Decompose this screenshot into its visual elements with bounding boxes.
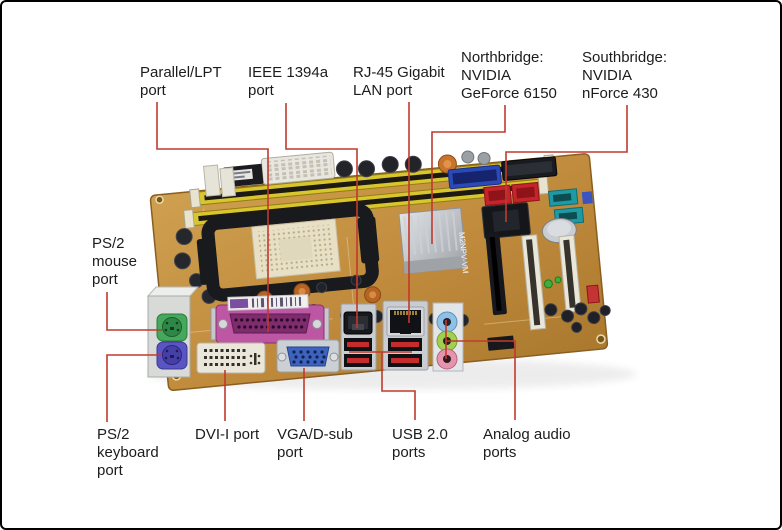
panel-header [586, 284, 600, 304]
parallel-pin-holes [234, 318, 306, 329]
pcb-model-print: M2NPV-VM [457, 232, 470, 275]
status-led [554, 276, 562, 284]
leader-analog-audio-ports [446, 340, 516, 420]
screw-post [312, 319, 322, 329]
jumper-block [581, 191, 593, 205]
usb-ports-right [388, 338, 422, 367]
leader-ieee-1394a-port [285, 103, 358, 328]
analog-audio-jacks [432, 302, 464, 372]
ps2-keyboard-port [156, 341, 188, 370]
leader-lines [106, 102, 628, 422]
ps2-mouse-port [156, 313, 188, 342]
audio-codec-chip [487, 335, 515, 351]
parallel-lpt-port [210, 294, 330, 344]
leader-usb-2-ports [381, 352, 416, 420]
ide-connectors [447, 156, 558, 190]
capacitors-top-row [335, 150, 491, 178]
dvi-i-port [196, 342, 266, 374]
screw-post [277, 352, 287, 362]
ieee1394-usb-stack [340, 303, 377, 371]
vga-d-sub-port [276, 339, 340, 373]
screw-post [329, 352, 339, 362]
leader-ps2-keyboard-port [106, 354, 162, 422]
atx-power-connector [260, 151, 336, 185]
motherboard-pcb: M2NPV-VM [149, 150, 611, 392]
leader-parallel-lpt-port [156, 102, 269, 332]
leader-northbridge [431, 105, 506, 244]
usb-ports-left [344, 338, 372, 367]
ieee-1394a-port [343, 311, 373, 335]
power-led [543, 279, 553, 289]
fan-headers [202, 164, 236, 198]
capacitors-bottom-right [544, 302, 611, 333]
rear-io-ports [146, 286, 464, 378]
pci-slots [521, 234, 582, 331]
leader-ps2-mouse-port [106, 292, 162, 331]
line-in-jack [436, 311, 458, 333]
pcie-x16-slot [485, 232, 507, 316]
leader-southbridge [505, 105, 628, 222]
rj45-lan-port [386, 306, 425, 337]
screw-post [218, 319, 228, 329]
mic-in-jack [436, 348, 458, 370]
cpu-socket [196, 203, 380, 302]
ps2-block [146, 286, 200, 378]
lan-usb-stack [382, 300, 429, 371]
floppy-headers [483, 181, 540, 207]
